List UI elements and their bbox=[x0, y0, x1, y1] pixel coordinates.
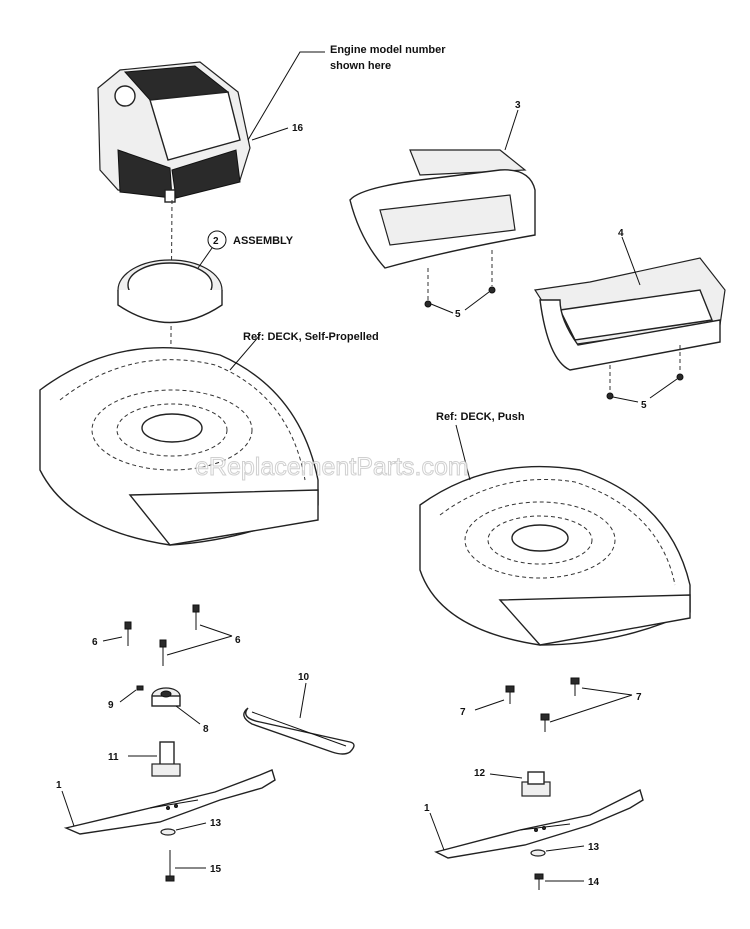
engine[interactable] bbox=[97, 61, 251, 203]
bolt-6c[interactable] bbox=[159, 639, 167, 666]
blade-self-propelled[interactable] bbox=[63, 769, 276, 835]
callout-13-sp: 13 bbox=[210, 818, 222, 829]
bolt-14[interactable] bbox=[534, 873, 544, 890]
assembly-ring[interactable] bbox=[117, 259, 223, 324]
callout-4: 4 bbox=[618, 228, 624, 239]
key-9[interactable] bbox=[136, 685, 144, 691]
callout-14: 14 bbox=[588, 877, 600, 888]
bolt-7c[interactable] bbox=[540, 713, 550, 732]
callout-6-left: 6 bbox=[92, 637, 98, 648]
deck-self-propelled[interactable] bbox=[39, 347, 319, 546]
callout-15: 15 bbox=[210, 864, 222, 875]
callout-11: 11 bbox=[108, 752, 119, 763]
deck-self-propelled-label: Ref: DECK, Self-Propelled bbox=[243, 331, 379, 343]
deck-push[interactable] bbox=[419, 465, 691, 646]
engine-note-line2: shown here bbox=[330, 60, 391, 72]
callout-9: 9 bbox=[108, 700, 114, 711]
callout-1-push: 1 bbox=[424, 803, 430, 814]
washer-13-sp[interactable] bbox=[160, 828, 176, 836]
watermark: eReplacementParts.com bbox=[195, 453, 469, 481]
assembly-ref-circle bbox=[207, 230, 227, 250]
assembly-label: ASSEMBLY bbox=[233, 235, 294, 247]
callout-3: 3 bbox=[515, 100, 521, 111]
callout-16: 16 bbox=[292, 123, 304, 134]
callout-5-push: 5 bbox=[641, 400, 647, 411]
bolt-7a[interactable] bbox=[505, 685, 515, 704]
callout-12: 12 bbox=[474, 768, 486, 779]
bolt-6a[interactable] bbox=[124, 621, 132, 646]
callout-8: 8 bbox=[203, 724, 209, 735]
callout-6-right: 6 bbox=[235, 635, 241, 646]
adapter-11[interactable] bbox=[151, 741, 181, 777]
washer-13-push[interactable] bbox=[530, 849, 546, 857]
callout-13-push: 13 bbox=[588, 842, 600, 853]
bolt-6b[interactable] bbox=[192, 604, 200, 630]
bolt-15[interactable] bbox=[165, 850, 175, 882]
deck-push-label: Ref: DECK, Push bbox=[436, 411, 525, 423]
rear-cover-self-propelled[interactable] bbox=[349, 149, 536, 269]
callout-7-right: 7 bbox=[636, 692, 642, 703]
callout-10: 10 bbox=[298, 672, 310, 683]
belt-10[interactable] bbox=[243, 707, 355, 755]
bolt-7b[interactable] bbox=[570, 677, 580, 696]
assembly-ref-number: 2 bbox=[213, 236, 219, 247]
pulley-8[interactable] bbox=[151, 687, 181, 707]
adapter-12[interactable] bbox=[521, 771, 551, 797]
engine-note-line1: Engine model number bbox=[330, 44, 446, 56]
callout-1-sp: 1 bbox=[56, 780, 62, 791]
rear-cover-push[interactable] bbox=[533, 257, 726, 371]
blade-push[interactable] bbox=[434, 789, 644, 859]
callout-7-left: 7 bbox=[460, 707, 466, 718]
callout-5-sp: 5 bbox=[455, 309, 461, 320]
